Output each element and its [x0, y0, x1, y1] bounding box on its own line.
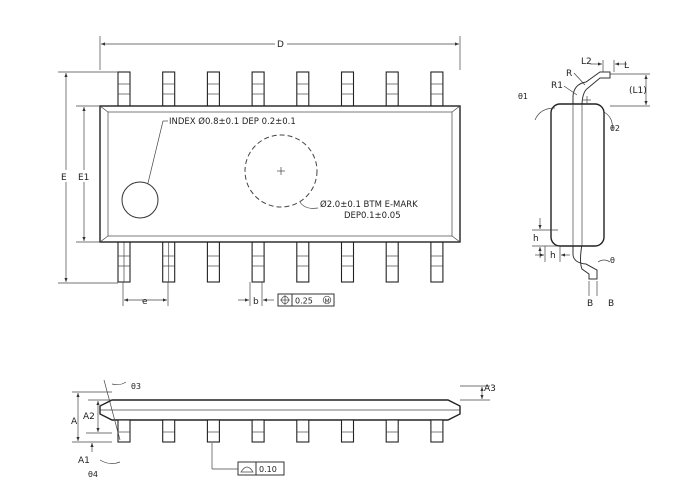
flatness-tolerance-frame: 0.10	[237, 461, 285, 476]
top-pin	[206, 71, 220, 107]
side-pin	[117, 419, 131, 443]
side-pin	[251, 419, 265, 443]
dim-R-label: R	[566, 69, 572, 79]
dim-A1-label: A1	[78, 456, 90, 466]
position-tolerance-value: 0.25	[295, 297, 313, 306]
top-pin	[340, 71, 355, 107]
bottom-pin	[251, 241, 265, 283]
emark-note-1: Ø2.0±0.1 BTM E-MARK	[320, 199, 418, 210]
side-pin	[162, 419, 176, 443]
emark-circle	[244, 134, 318, 208]
dim-D-label: D	[277, 40, 284, 50]
angle-4-label: θ4	[88, 470, 98, 479]
bottom-pin	[385, 241, 399, 283]
side-pin	[206, 419, 220, 443]
emark-note-2: DEP0.1±0.05	[344, 211, 401, 221]
end-view: L2 L (L1) R R1 θ1 θ2 h h θ B B	[518, 57, 650, 309]
end-view-top-lead	[572, 71, 611, 107]
side-pin	[340, 419, 355, 443]
top-view: INDEX Ø0.8±0.1 DEP 0.2±0.1 Ø2.0±0.1 BTM …	[58, 36, 461, 307]
end-view-bottom-lead	[572, 243, 598, 280]
index-note: INDEX Ø0.8±0.1 DEP 0.2±0.1	[169, 116, 296, 127]
package-body-inner	[107, 111, 453, 237]
flatness-tolerance-value: 0.10	[259, 465, 277, 474]
package-body-top	[99, 105, 461, 243]
dim-h-label-2: h	[550, 251, 556, 261]
top-pin	[117, 71, 131, 107]
svg-text:M: M	[325, 298, 330, 305]
bottom-pin-row	[117, 241, 444, 283]
bottom-pin	[117, 241, 131, 283]
bottom-pin	[430, 241, 444, 283]
side-pin-row	[117, 419, 444, 443]
dim-E-label: E	[61, 173, 67, 183]
index-leader	[147, 120, 164, 184]
dim-B-label-2: B	[608, 299, 614, 309]
end-view-body	[550, 103, 605, 247]
bottom-pin	[340, 241, 355, 283]
top-pin	[430, 71, 444, 107]
top-pin	[162, 71, 176, 107]
dim-L2-label: L2	[581, 57, 592, 67]
bottom-pin	[162, 241, 176, 283]
top-pin	[385, 71, 399, 107]
dim-h-label: h	[533, 234, 539, 244]
dim-L1-label: (L1)	[629, 86, 647, 96]
dim-e-label: e	[142, 297, 148, 307]
side-pin	[430, 419, 444, 443]
dim-b-label: b	[253, 297, 259, 307]
dim-A2-label: A2	[83, 412, 95, 422]
side-pin	[385, 419, 399, 443]
top-pin-row	[117, 71, 444, 107]
dim-R1-label: R1	[551, 81, 563, 91]
dim-A-label: A	[71, 417, 78, 427]
dim-B-label-1: B	[587, 299, 593, 309]
bottom-pin	[296, 241, 310, 283]
dim-L-label: L	[624, 61, 629, 71]
top-pin	[296, 71, 310, 107]
top-pin	[251, 71, 265, 107]
angle-2-label: θ2	[610, 124, 620, 133]
angle-theta-label: θ	[610, 256, 615, 265]
side-view: A3 A A2 A1 θ3 θ4 0.10	[71, 379, 496, 479]
bottom-pin	[206, 241, 220, 283]
dim-A3-label: A3	[484, 384, 496, 394]
angle-1-label: θ1	[518, 92, 528, 101]
emark-leader	[299, 201, 319, 209]
angle-3-label: θ3	[131, 382, 141, 391]
index-mark	[121, 181, 159, 219]
position-tolerance-frame: 0.25 M	[277, 293, 335, 307]
side-pin	[296, 419, 310, 443]
dim-E1-label: E1	[78, 173, 89, 183]
